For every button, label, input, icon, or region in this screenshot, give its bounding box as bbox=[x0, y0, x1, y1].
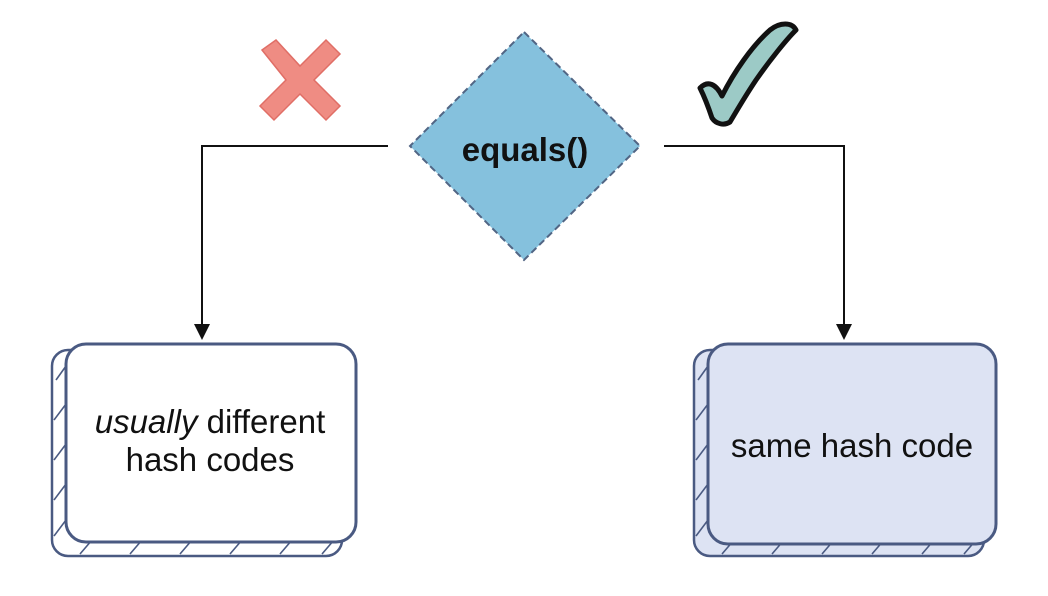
cross-icon bbox=[258, 38, 342, 122]
left-box-line-1-rest: different bbox=[197, 403, 326, 440]
right-box-label: same hash code bbox=[730, 427, 974, 464]
left-box-line-1: usually different bbox=[95, 403, 326, 441]
connector-left bbox=[194, 145, 388, 340]
arrowhead-left-icon bbox=[194, 324, 210, 340]
connector-right bbox=[664, 145, 852, 340]
left-box-label: usually different hash codes bbox=[64, 346, 356, 536]
arrowhead-right-icon bbox=[836, 324, 852, 340]
left-result-box bbox=[50, 342, 358, 558]
decision-label: equals() bbox=[461, 131, 589, 168]
decision-diamond bbox=[408, 30, 642, 262]
checkmark-icon bbox=[697, 21, 799, 127]
right-result-box bbox=[692, 342, 998, 558]
left-box-emphasis: usually bbox=[94, 403, 198, 440]
left-box-line-2: hash codes bbox=[125, 441, 295, 478]
